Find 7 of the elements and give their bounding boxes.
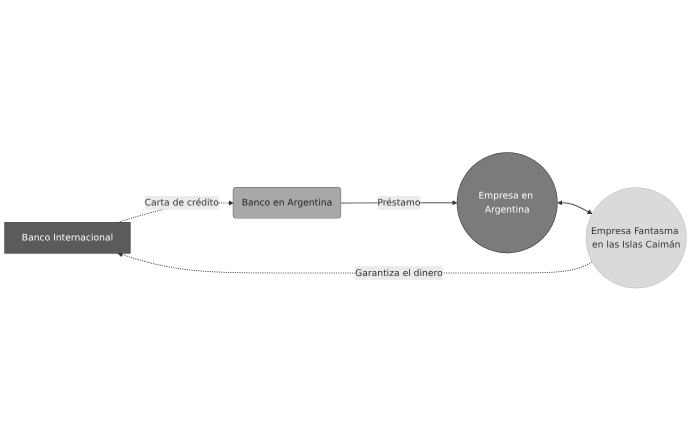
arrow: [557, 200, 592, 214]
edge-label: Carta de crédito: [144, 196, 219, 208]
node-box: Banco Internacional: [4, 222, 131, 254]
edge-label: Garantiza el dinero: [355, 266, 443, 278]
node-circle: Empresa Fantasma en las Islas Caimán: [586, 187, 687, 288]
edge-label: Préstamo: [377, 196, 420, 208]
node-circle: Empresa en Argentina: [456, 152, 558, 253]
